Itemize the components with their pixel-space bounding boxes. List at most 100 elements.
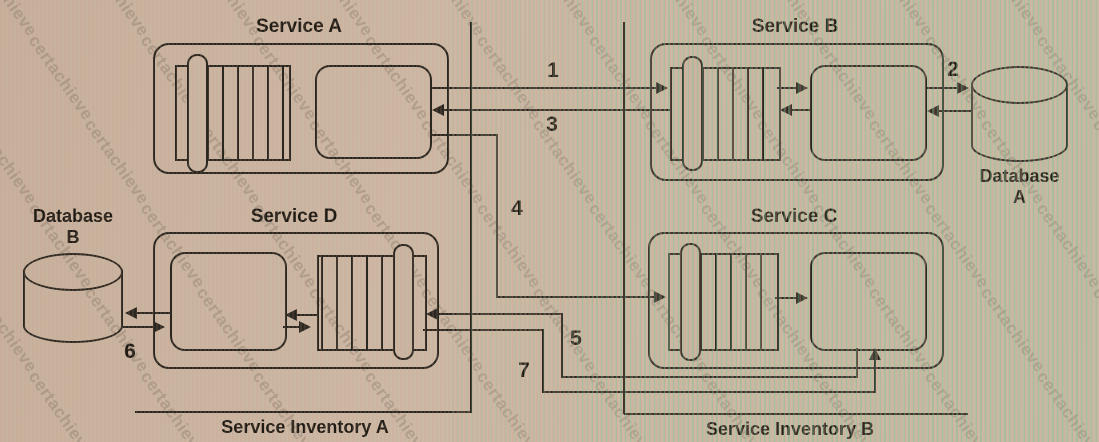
- connector-5-line: [438, 313, 562, 315]
- database-b-label: Database B: [18, 206, 128, 248]
- watermark-text: certachieve: [24, 31, 98, 124]
- service-c-queue-icon: [668, 243, 779, 361]
- cylinder-body: [23, 270, 123, 343]
- watermark-text: certachieve: [80, 115, 154, 208]
- queue-pill: [187, 54, 208, 173]
- line-segment: [297, 314, 317, 316]
- database-b-name: Database: [32, 206, 114, 226]
- watermark-text: certachieve: [80, 0, 153, 40]
- service-c-box: [648, 232, 944, 369]
- connector-6-line: [137, 312, 170, 314]
- database-b-letter: B: [66, 227, 80, 247]
- cylinder-top: [23, 253, 123, 291]
- service-c-label: Service C: [750, 206, 838, 227]
- connector-3-line: [444, 109, 670, 111]
- arrowhead-right: [796, 82, 808, 94]
- inventory-b-boundary-line: [623, 22, 625, 414]
- connector-7-line: [423, 329, 544, 331]
- connector-4-line: [430, 134, 497, 136]
- connector-7-line: [874, 359, 876, 392]
- connector-2-line: [925, 87, 959, 89]
- watermark-text: certachieve: [472, 367, 546, 442]
- watermark-text: certachieve: [976, 0, 1049, 40]
- database-b-cylinder-icon: [23, 253, 123, 343]
- service-a-box: [153, 43, 449, 174]
- watermark-text: certachieve: [0, 0, 41, 40]
- database-a-cylinder-icon: [971, 66, 1068, 162]
- arrowhead-right: [654, 291, 666, 303]
- watermark-text: certachieve: [0, 115, 42, 208]
- connector-7-line: [542, 329, 544, 392]
- queue-stripes: [700, 255, 775, 349]
- queue-pill: [682, 56, 703, 171]
- inventory-b-label: Service Inventory B: [705, 419, 875, 439]
- inventory-a-boundary-line: [470, 22, 472, 412]
- inventory-a-label: Service Inventory A: [221, 417, 389, 437]
- arrowhead-right: [153, 321, 165, 333]
- flow-number-7: 7: [518, 359, 530, 382]
- connector-5-line: [856, 348, 858, 378]
- watermark-text: certachieve: [1088, 283, 1099, 376]
- flow-number-5: 5: [570, 327, 582, 350]
- service-a-queue-icon: [175, 54, 291, 173]
- service-b-component-icon: [810, 65, 927, 161]
- watermark-text: certachieve: [1032, 199, 1099, 292]
- service-d-box: [153, 232, 439, 369]
- connector-1-line: [430, 87, 658, 89]
- connector-2-return-line: [939, 110, 971, 112]
- line-segment: [775, 297, 798, 299]
- inventory-a-bracket-line: [135, 411, 472, 413]
- arrowhead-right: [796, 292, 808, 304]
- watermark-text: certachieve: [976, 283, 1050, 376]
- arrowhead-right: [957, 82, 969, 94]
- watermark-text: certachieve: [528, 0, 601, 40]
- watermark-text: certachieve: [1088, 115, 1099, 208]
- watermark-text: certachieve: [472, 199, 546, 292]
- arrowhead-left: [432, 104, 444, 116]
- cylinder-top: [971, 66, 1068, 104]
- service-d-queue-icon: [317, 244, 427, 360]
- queue-pill: [393, 244, 414, 360]
- queue-stripes: [702, 69, 777, 159]
- arrowhead-left: [285, 309, 297, 321]
- flow-number-4: 4: [511, 197, 523, 220]
- database-a-letter: A: [1013, 187, 1026, 207]
- arrowhead-left: [426, 308, 438, 320]
- queue-pill: [680, 243, 701, 361]
- service-a-label: Service A: [256, 16, 342, 37]
- connector-7-line: [542, 391, 876, 393]
- service-b-label: Service B: [751, 16, 839, 37]
- watermark-text: certachieve: [584, 199, 658, 292]
- flow-number-6: 6: [124, 340, 136, 363]
- flow-number-2: 2: [947, 58, 959, 81]
- arrowhead-right: [299, 321, 311, 333]
- service-a-component-icon: [315, 65, 432, 159]
- watermark-text: certachieve: [528, 115, 602, 208]
- database-a-name: Database: [979, 166, 1060, 186]
- service-b-queue-icon: [670, 56, 781, 171]
- line-segment: [792, 109, 810, 111]
- service-b-box: [650, 43, 944, 181]
- connector-6-return-line: [123, 326, 155, 328]
- arrowhead-right: [656, 82, 668, 94]
- watermark-text: certachieve: [1032, 367, 1099, 442]
- cylinder-body: [971, 83, 1068, 162]
- arrowhead-left: [780, 104, 792, 116]
- arrowhead-left: [927, 105, 939, 117]
- connector-4-line: [497, 296, 654, 298]
- connector-5-line: [561, 313, 563, 377]
- service-c-component-icon: [810, 252, 927, 351]
- arrowhead-up: [869, 348, 881, 360]
- watermark-text: certachieve: [1088, 0, 1099, 40]
- queue-stripes: [207, 67, 287, 159]
- service-d-label: Service D: [250, 206, 338, 227]
- inventory-b-bracket-line: [624, 413, 968, 415]
- database-a-label: Database A: [962, 166, 1077, 208]
- connector-4-line: [496, 134, 498, 298]
- arrowhead-left: [125, 307, 137, 319]
- watermark-text: certachieve: [24, 367, 98, 442]
- connector-5-line: [561, 376, 857, 378]
- flow-number-1: 1: [547, 59, 559, 82]
- flow-number-3: 3: [546, 113, 558, 136]
